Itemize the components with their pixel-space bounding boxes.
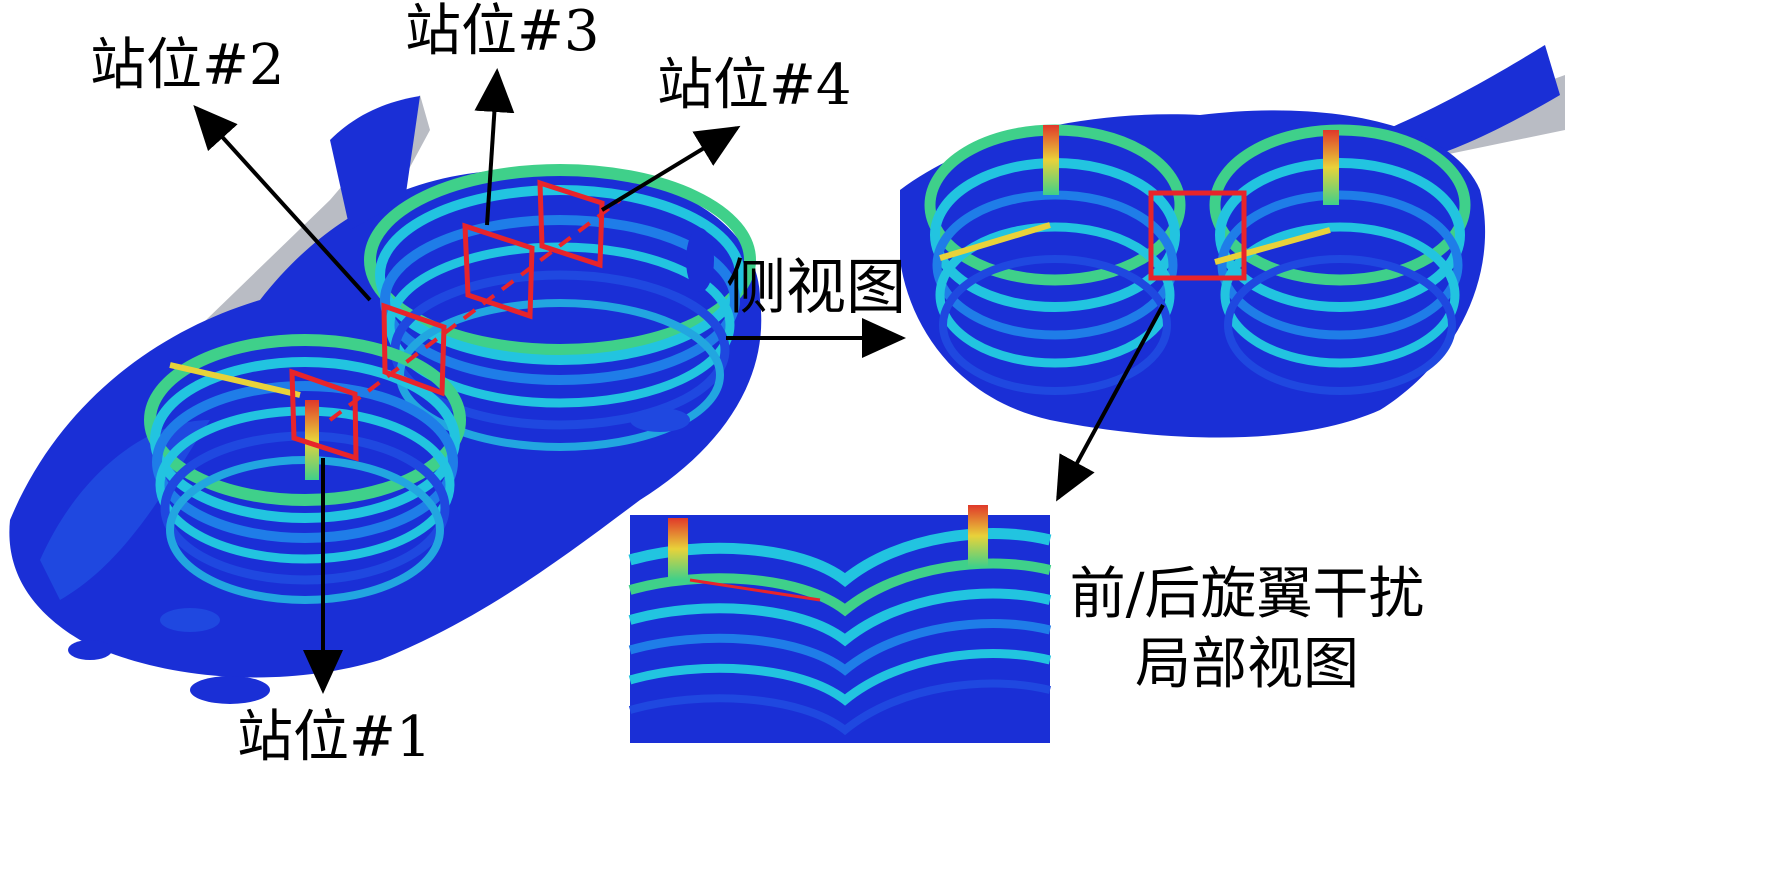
station-2-label: 站位#2 — [90, 33, 285, 98]
arrow-station-3 — [474, 68, 515, 226]
arrow-station-2 — [193, 105, 372, 302]
local-vortex-view — [628, 505, 1052, 743]
station-box-1 — [289, 368, 359, 462]
interference-caption: 前/后旋翼干扰 局部视图 — [1062, 560, 1432, 700]
station-1-label: 站位#1 — [237, 705, 432, 770]
side-vortex-view — [900, 45, 1565, 438]
interference-caption-line2: 局部视图 — [1135, 632, 1359, 697]
interference-caption-line1: 前/后旋翼干扰 — [1069, 562, 1425, 627]
side-view-label: 侧视图 — [726, 253, 906, 323]
station-4-label: 站位#4 — [657, 53, 852, 118]
local-view-arrow — [1056, 304, 1165, 502]
station-arrows — [193, 68, 741, 694]
isometric-vortex-view — [9, 95, 762, 704]
station-box-4 — [537, 179, 605, 269]
station-box-3 — [462, 222, 535, 320]
interference-box — [1148, 190, 1247, 281]
arrow-station-4 — [600, 125, 741, 212]
station-box-2 — [381, 302, 447, 397]
station-3-label: 站位#3 — [405, 0, 600, 64]
